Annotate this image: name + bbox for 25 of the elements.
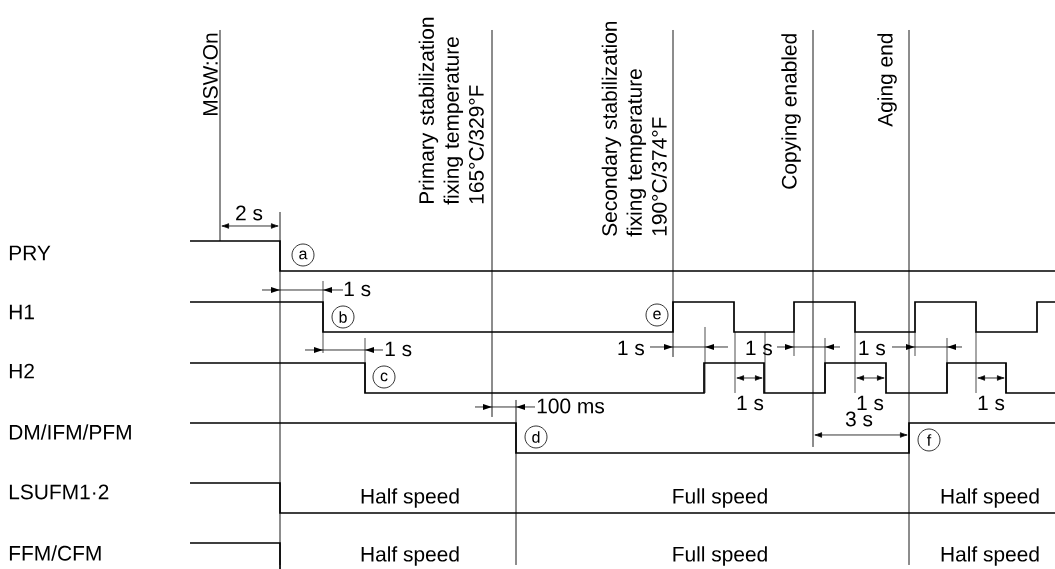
dimension-label: 1 s [618, 340, 645, 356]
speed-label: Half speed [941, 546, 1039, 566]
event-label: Copying enabled [781, 34, 801, 189]
signal-name: PRY [9, 245, 51, 261]
event-label: Aging end [877, 33, 897, 127]
dimension-label: 3 s [845, 411, 873, 427]
event-label: Primary stabilization fixing temperature 165°C/329°F [418, 17, 484, 205]
speed-label: Half speed [361, 488, 459, 508]
signal-name: H1 [9, 304, 34, 320]
dimension-label: 2 s [236, 205, 263, 221]
dimension-label: 1 s [978, 395, 1005, 411]
signal-name: H2 [9, 363, 34, 379]
signal-name: LSUFM1·2 [9, 484, 109, 500]
dimension-label: 1 s [746, 340, 773, 356]
signal-name: FFM/CFM [9, 545, 101, 561]
speed-label: Full speed [673, 488, 767, 508]
event-label: MSW:On [203, 33, 218, 116]
dimension-label: 1 s [857, 395, 884, 411]
speed-label: Full speed [673, 546, 767, 566]
dimension-label: 1 s [737, 395, 764, 411]
dimension-label: 1 s [385, 341, 412, 357]
signal-name: DM/IFM/PFM [9, 424, 131, 440]
dimension-label: 1 s [344, 281, 371, 297]
speed-label: Half speed [361, 546, 459, 566]
dimension-label: 1 s [859, 340, 886, 356]
